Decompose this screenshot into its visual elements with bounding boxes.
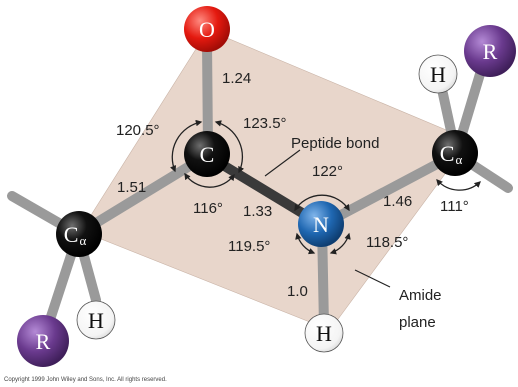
copyright-notice: Copyright 1999 John Wiley and Sons, Inc.… — [4, 377, 167, 383]
oxygen-atom-label: O — [199, 17, 215, 42]
bond-length-c-n: 1.33 — [243, 203, 272, 220]
arc-c-n-ca — [294, 194, 350, 212]
arc-ca-c-n — [184, 172, 235, 188]
peptide-bond-label: Peptide bond — [291, 135, 379, 152]
arc-o-c-n — [214, 120, 245, 174]
left-alpha-carbon-label: Cα — [64, 222, 87, 248]
arc-right-ca — [436, 179, 481, 191]
amide-hydrogen-label: H — [316, 321, 332, 346]
bond-length-ca-c: 1.51 — [117, 179, 146, 196]
angle-arcs — [170, 119, 481, 255]
angle-right-ca: 111° — [440, 198, 469, 215]
angle-o-c-n: 123.5° — [243, 115, 287, 132]
nitrogen-atom-label: N — [313, 212, 329, 237]
angle-h-n-ca: 118.5° — [366, 234, 408, 251]
angle-c-n-h: 119.5° — [228, 238, 270, 255]
annotations: Peptide bond Amide plane Copyright 1999 … — [4, 135, 442, 383]
left-alpha-hydrogen-atom — [76, 300, 116, 340]
bond-length-n-h: 1.0 — [287, 283, 308, 300]
right-alpha-carbon-label: Cα — [440, 141, 463, 167]
left-alpha-carbon-atom — [56, 211, 102, 257]
left-r-group-label: R — [36, 329, 51, 354]
amide-plane-label-line1: Amide — [399, 287, 442, 304]
right-alpha-carbon-atom — [432, 130, 478, 176]
left-r-group-atom — [17, 315, 69, 367]
bond-length-n-ca: 1.46 — [383, 193, 412, 210]
angle-c-n-ca: 122° — [312, 163, 343, 180]
arc-ca-c-o — [170, 119, 203, 173]
right-alpha-hydrogen-label: H — [430, 62, 446, 87]
atoms: O C N H Cα Cα R R H H — [17, 6, 516, 367]
peptide-bond-leader — [264, 149, 301, 177]
bond-length-labels: 1.24 1.51 1.33 1.46 1.0 — [117, 70, 412, 300]
arc-c-n-h — [295, 232, 316, 255]
arc-h-n-ca — [329, 232, 351, 255]
angle-labels: 120.5° 123.5° 116° 122° 119.5° 118.5° 11… — [116, 115, 469, 255]
oxygen-atom — [184, 6, 230, 52]
nitrogen-atom — [298, 201, 344, 247]
right-r-group-label: R — [483, 39, 498, 64]
amide-plane-label-line2: plane — [399, 314, 436, 331]
angle-ca-c-o: 120.5° — [116, 122, 160, 139]
carbonyl-carbon-atom — [184, 131, 230, 177]
amide-plane-leader — [354, 269, 391, 288]
right-alpha-hydrogen-atom — [418, 54, 458, 94]
left-alpha-hydrogen-label: H — [88, 308, 104, 333]
bond-length-c-o: 1.24 — [222, 70, 251, 87]
angle-ca-c-n: 116° — [193, 200, 223, 217]
carbonyl-carbon-label: C — [200, 142, 215, 167]
amide-hydrogen-atom — [304, 313, 344, 353]
right-r-group-atom — [464, 25, 516, 77]
bond-n-ca — [317, 149, 461, 230]
